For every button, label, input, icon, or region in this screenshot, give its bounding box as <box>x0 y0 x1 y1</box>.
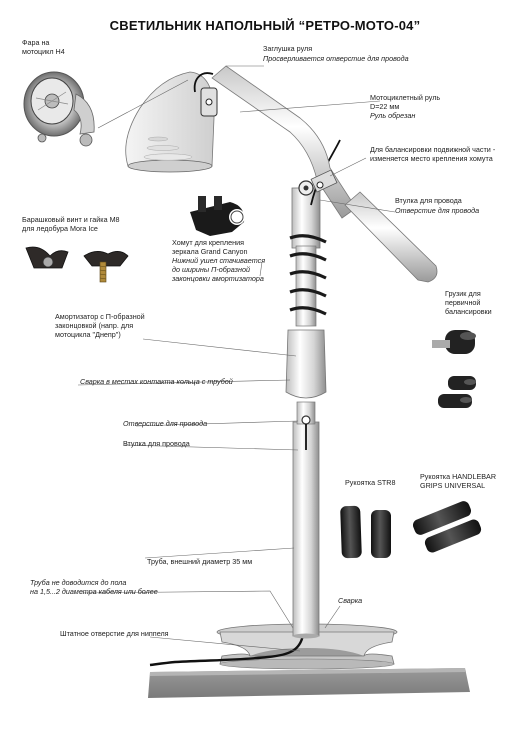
shock-label-line3: мотоцикла "Днепр") <box>55 330 145 339</box>
weight-label-line3: балансировки <box>445 307 492 316</box>
balance-label-line1: Для балансировки подвижной части - <box>370 145 495 154</box>
headlight-label-line1: Фара на <box>22 38 65 47</box>
weight-label-line1: Грузик для <box>445 289 492 298</box>
clamp-label-line1: Хомут для крепления <box>172 238 247 247</box>
balance-weights-photo <box>432 330 476 408</box>
headlight-photo <box>24 72 94 146</box>
clamp-note-line2: до ширины П-образной <box>172 265 265 274</box>
hole-label: Отверстие для провода <box>123 419 207 428</box>
clamp-label: Хомут для крепления зеркала Grand Canyon <box>172 238 247 256</box>
wing-screw-label-line1: Барашковый винт и гайка М8 <box>22 215 120 224</box>
weld-label: Сварка <box>338 596 362 605</box>
grip-str8-label: Рукоятка STR8 <box>345 478 395 487</box>
nipple-label: Штатное отверстие для ниппеля <box>60 629 169 638</box>
tube-note-line2: на 1,5...2 диаметра кабеля или более <box>30 587 158 596</box>
mirror-clamp-photo <box>190 196 245 236</box>
headlight-label: Фара на мотоцикл Н4 <box>22 38 65 56</box>
grip-universal-photo <box>411 499 483 554</box>
tube-note: Труба не доводится до пола на 1,5...2 ди… <box>30 578 158 596</box>
sleeve-label: Втулка для провода <box>123 439 190 448</box>
tube-label: Труба, внешний диаметр 35 мм <box>147 557 252 566</box>
shock-absorber <box>286 181 326 398</box>
floor <box>148 668 470 698</box>
handlebar-label-line1: Мотоциклетный руль <box>370 93 440 102</box>
wing-screw-photo <box>26 247 128 282</box>
weld-ring-label: Сварка в местах контакта кольца с трубой <box>80 377 233 386</box>
clamp-note-line3: законцовки амортизатора <box>172 274 265 283</box>
grip-universal-label-line2: GRIPS UNIVERSAL <box>420 481 496 490</box>
balance-label-line2: изменяется место крепления хомута <box>370 154 495 163</box>
wing-screw-label: Барашковый винт и гайка М8 для ледобура … <box>22 215 120 233</box>
clamp-note: Нижний ушел стачивается до ширины П-обра… <box>172 256 265 283</box>
grip-universal-label-line1: Рукоятка HANDLEBAR <box>420 472 496 481</box>
handlebar-label: Мотоциклетный руль D=22 мм <box>370 93 440 111</box>
tube-note-line1: Труба не доводится до пола <box>30 578 158 587</box>
balance-label: Для балансировки подвижной части - измен… <box>370 145 495 163</box>
main-tube <box>293 402 319 639</box>
handlebar-label-line2: D=22 мм <box>370 102 440 111</box>
weight-label: Грузик для первичной балансировки <box>445 289 492 316</box>
shock-label: Амортизатор с П-образной законцовкой (на… <box>55 312 145 339</box>
sleeve-top-note: Отверстие для провода <box>395 206 479 215</box>
sleeve-top-label: Втулка для провода <box>395 196 462 205</box>
handlebar <box>212 66 356 218</box>
grip-universal-label: Рукоятка HANDLEBAR GRIPS UNIVERSAL <box>420 472 496 490</box>
clamp-note-line1: Нижний ушел стачивается <box>172 256 265 265</box>
grip-str8-photo <box>340 506 391 559</box>
handlebar-note: Руль обрезан <box>370 111 415 120</box>
weight-label-line2: первичной <box>445 298 492 307</box>
shock-label-line1: Амортизатор с П-образной <box>55 312 145 321</box>
wing-screw-label-line2: для ледобура Mora Ice <box>22 224 120 233</box>
plug-label: Заглушка руля <box>263 44 312 53</box>
lamp-shade <box>126 72 217 172</box>
shock-label-line2: законцовкой (напр. для <box>55 321 145 330</box>
headlight-label-line2: мотоцикл Н4 <box>22 47 65 56</box>
plug-note: Просверливается отверстие для провода <box>263 54 409 63</box>
clamp-label-line2: зеркала Grand Canyon <box>172 247 247 256</box>
